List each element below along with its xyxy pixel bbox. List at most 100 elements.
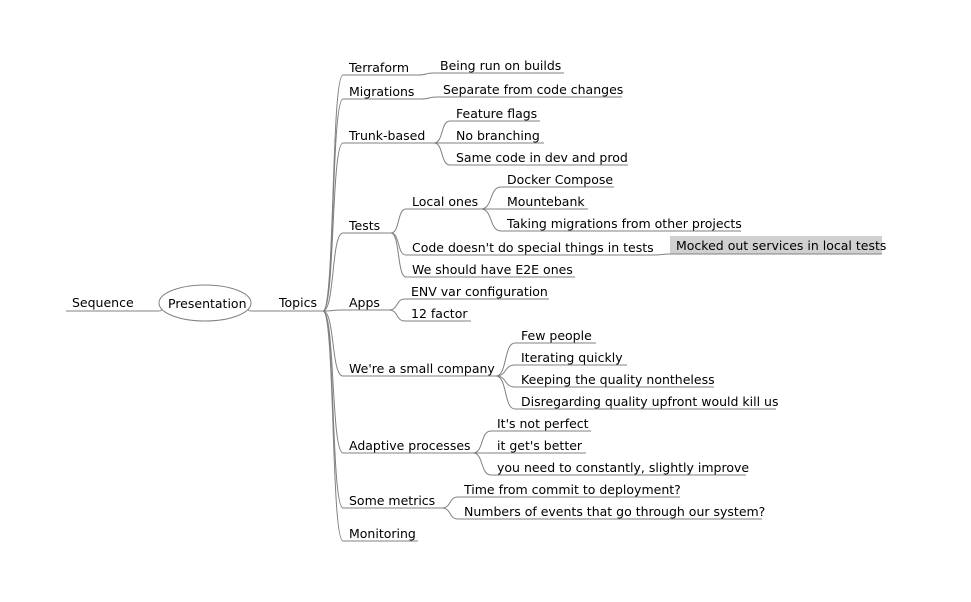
connector-line xyxy=(495,375,516,388)
connector-line xyxy=(472,452,492,476)
node-label: We should have E2E ones xyxy=(412,262,573,277)
node-no-branching[interactable]: No branching xyxy=(450,128,544,144)
connector-line xyxy=(322,142,344,312)
node-label: Code doesn't do special things in tests xyxy=(412,240,654,255)
node-label: you need to constantly, slightly improve xyxy=(497,460,749,475)
node-label: It's not perfect xyxy=(497,416,589,431)
connector-line xyxy=(441,507,459,520)
node-label: Same code in dev and prod xyxy=(456,150,628,165)
node-label: Sequence xyxy=(72,295,134,310)
node-label: Iterating quickly xyxy=(521,350,623,365)
connector-line xyxy=(420,96,438,100)
node-label: it get's better xyxy=(497,438,583,453)
node-few-people[interactable]: Few people xyxy=(515,328,596,344)
connector-line xyxy=(433,120,451,144)
node-label: Tests xyxy=(348,218,380,233)
node-taking-migrations[interactable]: Taking migrations from other projects xyxy=(501,216,742,232)
node-feature-flags[interactable]: Feature flags xyxy=(450,106,540,122)
node-label: Being run on builds xyxy=(440,58,561,73)
node-e2e-ones[interactable]: We should have E2E ones xyxy=(406,262,575,278)
node-label: Mocked out services in local tests xyxy=(676,238,886,253)
connector-line xyxy=(495,342,516,377)
node-migrations[interactable]: Migrations xyxy=(343,84,421,100)
connector-line xyxy=(322,310,344,542)
node-label: Local ones xyxy=(412,194,478,209)
node-mocked-out-services[interactable]: Mocked out services in local tests xyxy=(670,236,886,255)
node-env-var-configuration[interactable]: ENV var configuration xyxy=(405,284,549,300)
connector-line xyxy=(322,310,344,377)
node-label: Feature flags xyxy=(456,106,537,121)
node-label: 12 factor xyxy=(411,306,468,321)
connector-line xyxy=(322,98,344,312)
node-label: Terraform xyxy=(348,60,409,75)
node-apps[interactable]: Apps xyxy=(343,295,389,311)
node-small-company[interactable]: We're a small company xyxy=(343,361,496,377)
node-label: Taking migrations from other projects xyxy=(506,216,742,231)
node-label: Migrations xyxy=(349,84,414,99)
node-some-metrics[interactable]: Some metrics xyxy=(343,493,442,509)
connector-line xyxy=(322,309,344,312)
node-trunk-based[interactable]: Trunk-based xyxy=(343,128,434,144)
node-time-from-commit[interactable]: Time from commit to deployment? xyxy=(458,482,681,498)
node-local-ones[interactable]: Local ones xyxy=(406,194,481,210)
node-iterating-quickly[interactable]: Iterating quickly xyxy=(515,350,627,366)
node-topics[interactable]: Topics xyxy=(252,295,323,312)
node-keeping-quality[interactable]: Keeping the quality nontheless xyxy=(515,372,715,388)
central-node-label: Presentation xyxy=(168,296,247,311)
connector-line xyxy=(388,309,406,322)
node-docker-compose[interactable]: Docker Compose xyxy=(501,172,614,188)
central-node-ellipse xyxy=(158,284,252,322)
connector-line xyxy=(441,496,459,509)
node-label: Trunk-based xyxy=(348,128,425,143)
node-disregarding-quality[interactable]: Disregarding quality upfront would kill … xyxy=(515,394,778,410)
node-label: Few people xyxy=(521,328,592,343)
node-label: Separate from code changes xyxy=(443,82,623,97)
connector-line xyxy=(653,253,671,256)
node-label: Adaptive processes xyxy=(349,438,471,453)
node-label: ENV var configuration xyxy=(411,284,548,299)
connector-line xyxy=(388,298,406,311)
node-label: Monitoring xyxy=(349,526,416,541)
connector-line xyxy=(480,186,502,210)
connector-line xyxy=(472,430,492,454)
node-mountebank[interactable]: Mountebank xyxy=(501,194,588,210)
highlight-background xyxy=(670,236,882,254)
node-label: No branching xyxy=(456,128,540,143)
connector-line xyxy=(433,142,451,166)
node-label: Docker Compose xyxy=(507,172,613,187)
node-numbers-of-events[interactable]: Numbers of events that go through our sy… xyxy=(458,504,765,520)
node-sequence[interactable]: Sequence xyxy=(66,295,158,312)
node-it-gets-better[interactable]: it get's better xyxy=(491,438,586,454)
connector-line xyxy=(390,208,407,234)
node-terraform[interactable]: Terraform xyxy=(343,60,418,76)
node-label: Some metrics xyxy=(349,493,435,508)
node-label: Numbers of events that go through our sy… xyxy=(464,504,765,519)
node-label: We're a small company xyxy=(349,361,495,376)
node-label: Mountebank xyxy=(507,194,585,209)
connector-line xyxy=(480,208,502,232)
node-monitoring[interactable]: Monitoring xyxy=(343,526,418,542)
node-constantly-improve[interactable]: you need to constantly, slightly improve xyxy=(491,460,749,476)
node-label: Time from commit to deployment? xyxy=(463,482,681,497)
node-label: Keeping the quality nontheless xyxy=(521,372,715,387)
connector-line xyxy=(495,375,516,410)
connector-line xyxy=(495,364,516,377)
node-tests[interactable]: Tests xyxy=(343,218,391,234)
node-its-not-perfect[interactable]: It's not perfect xyxy=(491,416,591,432)
edges xyxy=(157,72,671,542)
node-adaptive-processes[interactable]: Adaptive processes xyxy=(343,438,473,454)
node-label: Disregarding quality upfront would kill … xyxy=(521,394,778,409)
node-being-run-on-builds[interactable]: Being run on builds xyxy=(434,58,564,74)
node-code-doesnt-do-special-things[interactable]: Code doesn't do special things in tests xyxy=(406,240,654,256)
connector-line xyxy=(390,232,407,278)
node-12-factor[interactable]: 12 factor xyxy=(405,306,471,322)
connector-line xyxy=(322,232,344,312)
node-label: Apps xyxy=(349,295,380,310)
node-same-code-in-dev-and-prod[interactable]: Same code in dev and prod xyxy=(450,150,628,166)
node-presentation[interactable]: Presentation xyxy=(158,284,252,322)
node-separate-from-code-changes[interactable]: Separate from code changes xyxy=(437,82,623,98)
node-label: Topics xyxy=(278,295,317,310)
connector-line xyxy=(417,72,435,76)
